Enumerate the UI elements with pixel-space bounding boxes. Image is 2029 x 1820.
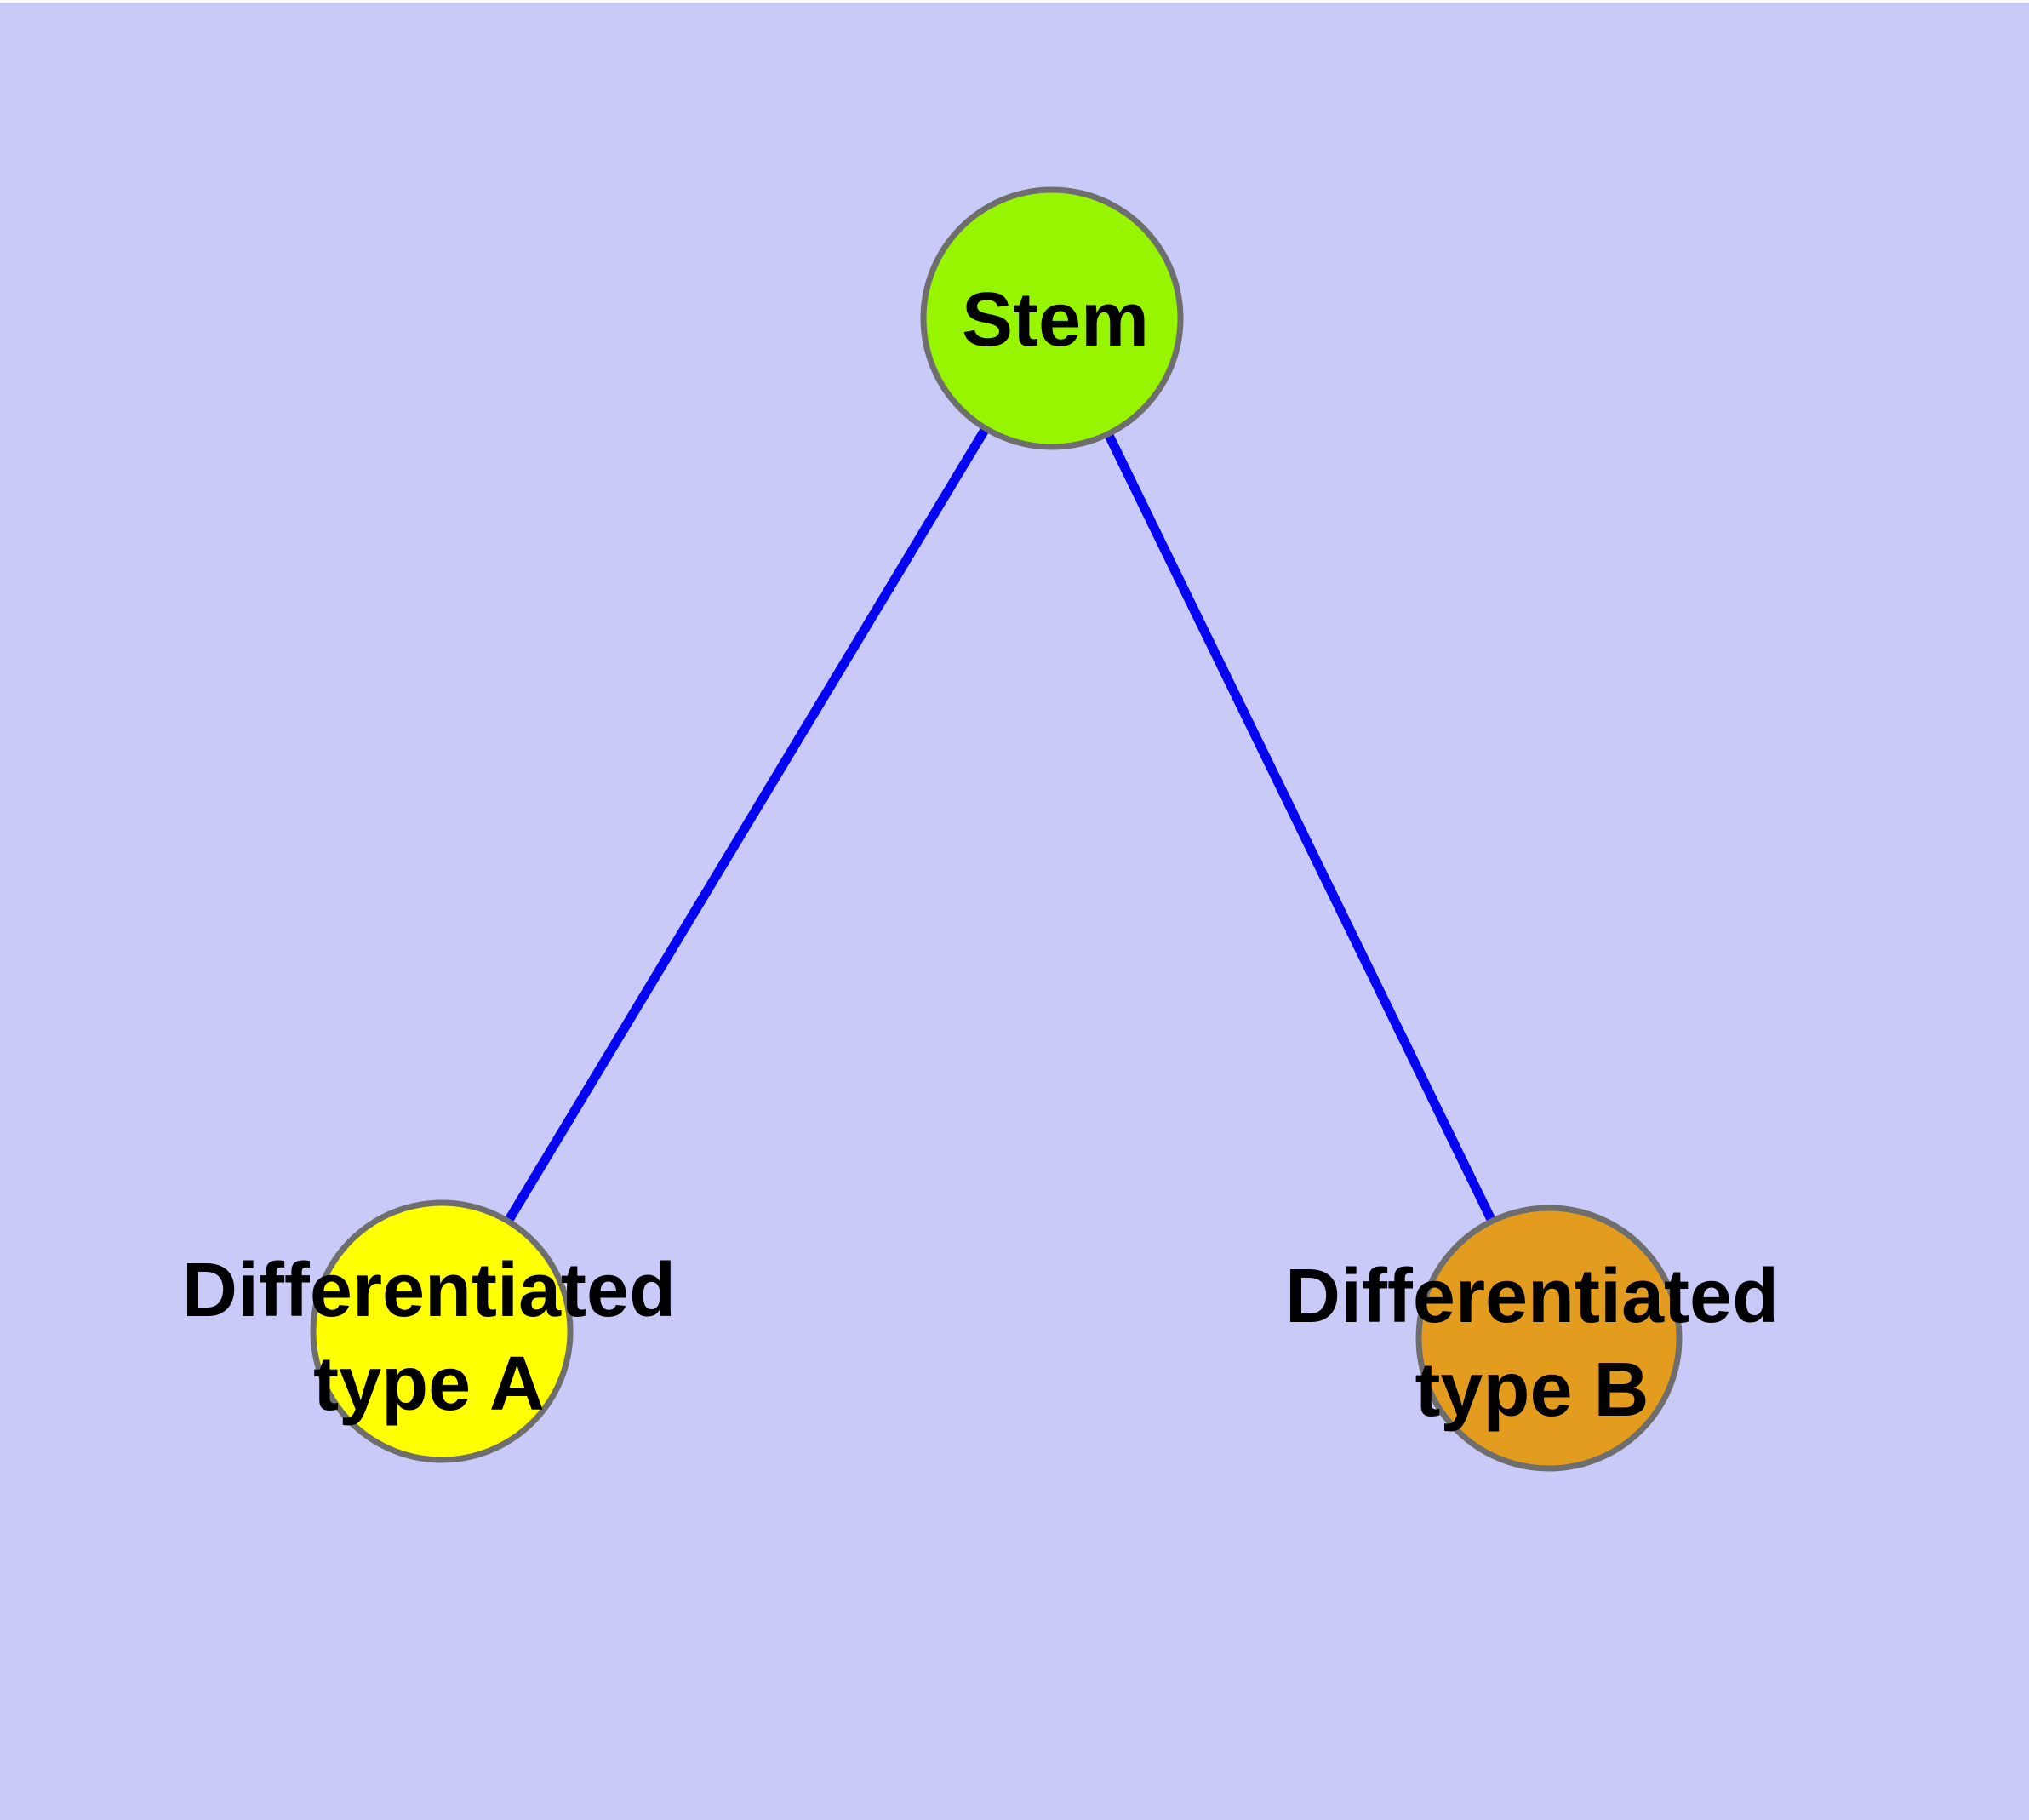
edge-stem-to-type-b xyxy=(1048,316,1553,1341)
top-border xyxy=(0,0,2029,3)
node-label-differentiated-type-a: Differentiated type A xyxy=(181,1248,677,1427)
node-circle-stem xyxy=(920,186,1184,450)
node-label-stem: Stem xyxy=(961,278,1150,363)
edge-stem-to-type-a xyxy=(437,316,1056,1334)
node-label-differentiated-type-b: Differentiated type B xyxy=(1284,1254,1780,1433)
node-circle-differentiated-type-a xyxy=(310,1199,574,1463)
node-circle-differentiated-type-b xyxy=(1415,1205,1683,1472)
